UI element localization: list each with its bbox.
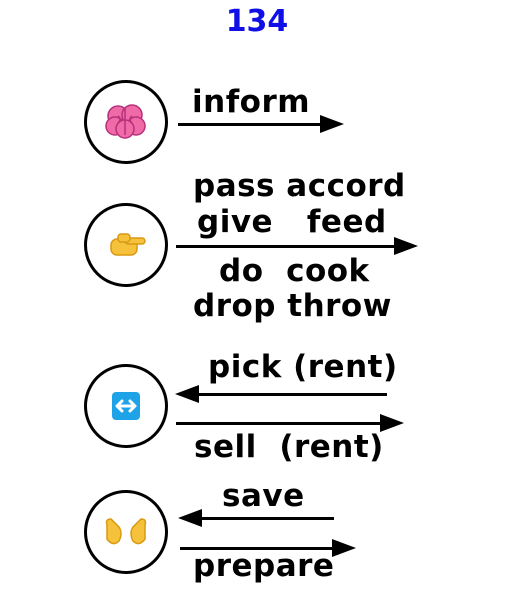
label-save: save — [222, 478, 305, 514]
hand-circle — [84, 203, 168, 287]
label-give-feed: give feed — [197, 204, 387, 240]
label-sell-rent: sell (rent) — [194, 429, 384, 465]
arrow-right-head — [332, 539, 356, 557]
brain-circle — [84, 80, 168, 164]
label-pass-accord: pass accord — [193, 168, 406, 204]
left-right-circle — [84, 364, 168, 448]
hand-icon — [110, 233, 146, 256]
arrow-right-head — [394, 237, 418, 255]
page-number: 134 — [225, 4, 289, 39]
left-right-arrow-icon — [112, 392, 140, 420]
open-hands-circle — [84, 490, 168, 574]
arrow-left-shaft — [198, 517, 334, 520]
arrow-right-shaft — [180, 547, 336, 550]
arrow-left-head — [175, 385, 199, 403]
arrow-right-shaft — [176, 245, 398, 248]
arrow-right-shaft — [178, 123, 324, 126]
label-do-cook: do cook — [219, 253, 370, 289]
label-inform: inform — [192, 84, 311, 120]
arrow-right-shaft — [176, 422, 384, 425]
arrow-left-head — [178, 509, 202, 527]
label-prepare: prepare — [193, 548, 335, 584]
arrow-right-head — [320, 115, 344, 133]
label-pick-rent: pick (rent) — [208, 349, 398, 385]
brain-icon — [105, 104, 146, 139]
label-drop-throw: drop throw — [193, 288, 392, 324]
open-hands-icon — [105, 518, 147, 545]
arrow-left-shaft — [195, 393, 387, 396]
arrow-right-head — [380, 414, 404, 432]
